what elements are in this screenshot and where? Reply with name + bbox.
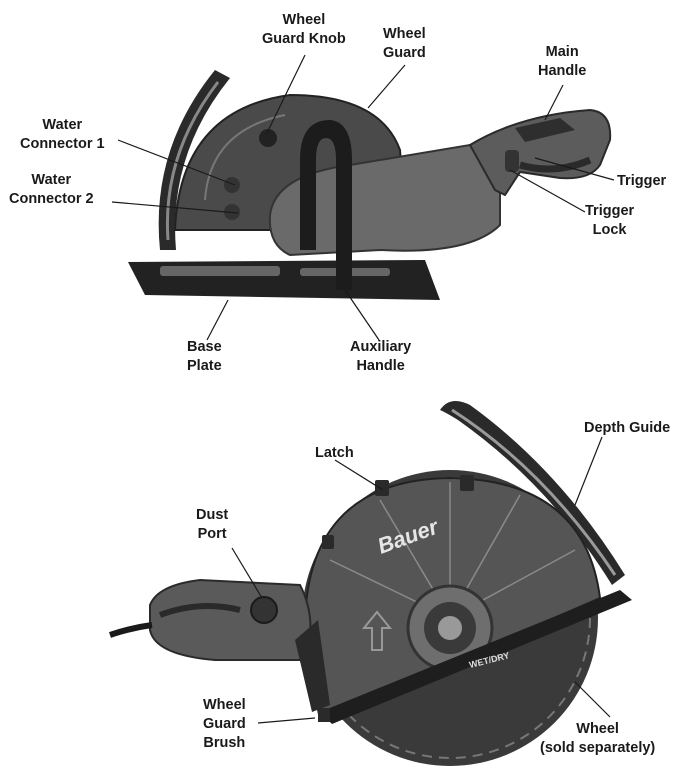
label-main-handle: Main Handle bbox=[538, 44, 587, 79]
label-depth-guide: Depth Guide bbox=[584, 420, 671, 436]
lower-motor-body bbox=[149, 578, 312, 661]
lower-depth-guide bbox=[440, 401, 625, 585]
label-wheel-guard-knob: Wheel Guard Knob bbox=[262, 12, 346, 47]
label-water-connector-1: Water Connector 1 bbox=[20, 117, 105, 152]
label-trigger: Trigger bbox=[617, 173, 667, 189]
upper-main-handle bbox=[468, 108, 612, 197]
label-base-plate: Base Plate bbox=[187, 339, 222, 374]
label-water-connector-2: Water Connector 2 bbox=[9, 172, 94, 207]
label-wheel-guard-brush: Wheel Guard Brush bbox=[203, 697, 246, 751]
upper-auxiliary-handle bbox=[300, 120, 352, 290]
label-wheel: Wheel (sold separately) bbox=[540, 721, 656, 756]
label-trigger-lock: Trigger Lock bbox=[585, 203, 635, 238]
label-latch: Latch bbox=[315, 445, 354, 461]
lower-saw-illustration bbox=[109, 401, 632, 766]
lower-dust-port bbox=[250, 596, 278, 624]
label-auxiliary-handle: Auxiliary Handle bbox=[350, 339, 412, 374]
upper-depth-guide bbox=[158, 70, 230, 250]
label-dust-port: Dust Port bbox=[196, 507, 229, 542]
leader-lines bbox=[111, 54, 615, 724]
lower-base-plate bbox=[320, 590, 632, 724]
lower-power-cord bbox=[109, 622, 153, 638]
label-wheel-guard: Wheel Guard bbox=[383, 26, 426, 61]
